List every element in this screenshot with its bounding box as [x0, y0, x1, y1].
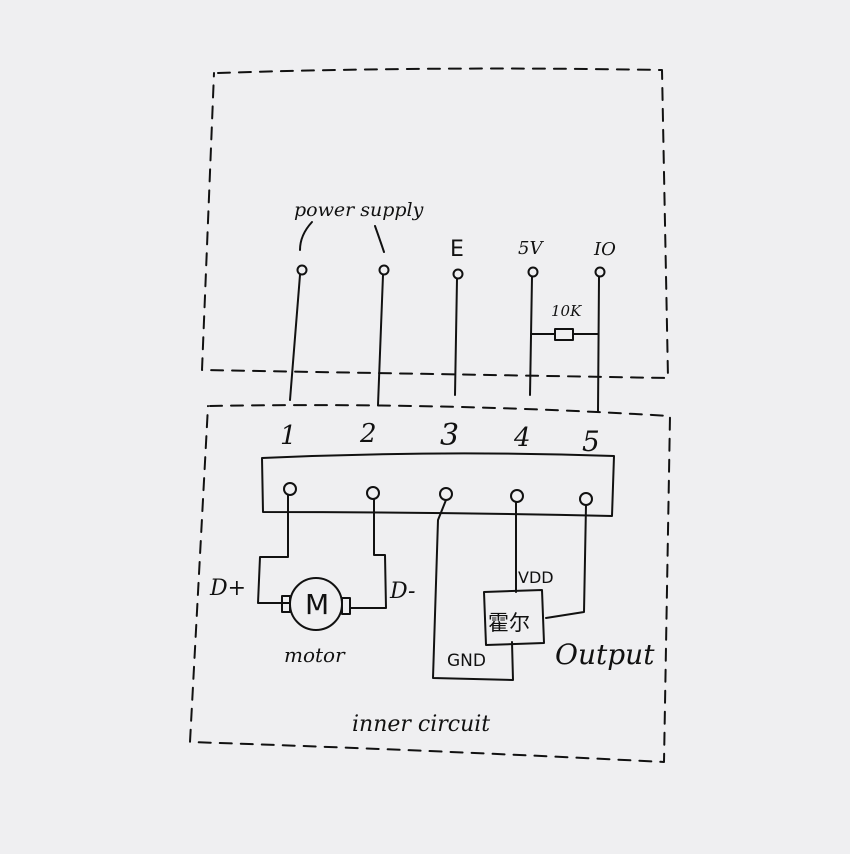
hall-sensor-label: 霍尔	[488, 611, 530, 635]
connector-pin-2	[366, 486, 380, 500]
motor-symbol-letter: M	[305, 588, 329, 621]
terminal-label-5v: 5V	[518, 238, 544, 259]
lead-wire-1	[289, 274, 301, 401]
vdd-label: VDD	[518, 568, 554, 587]
connector-body	[261, 452, 615, 517]
terminal-2-top	[378, 264, 390, 276]
gnd-wire	[432, 499, 514, 681]
lead-wire-4	[529, 276, 533, 396]
d-plus-label: D+	[209, 576, 246, 601]
connector-pin-5	[579, 492, 593, 506]
inner-circuit-title: inner circuit	[352, 712, 490, 737]
terminal-1-top	[296, 264, 308, 276]
motor-terminal-right	[341, 597, 351, 615]
output-wire	[545, 504, 587, 619]
power-supply-label: power supply	[294, 199, 424, 221]
pin-number-4: 4	[513, 423, 531, 453]
terminal-label-e: E	[450, 237, 464, 262]
pin-number-1: 1	[280, 421, 297, 451]
motor-wire-d-plus	[257, 494, 291, 604]
power-supply-pointer-right	[374, 225, 385, 253]
inner-boundary-box	[189, 404, 671, 763]
connector-pin-1	[283, 482, 297, 496]
power-supply-pointer-left	[299, 221, 313, 251]
lead-wire-5	[597, 276, 600, 413]
pin-number-3: 3	[440, 418, 459, 453]
terminal-4-top	[527, 266, 539, 278]
pullup-resistor	[554, 328, 574, 341]
hall-sensor-box	[483, 589, 545, 646]
terminal-3-top	[452, 268, 464, 280]
lead-wire-3	[454, 278, 458, 396]
connector-pin-3	[439, 487, 453, 501]
pin-number-5: 5	[582, 425, 600, 458]
motor-label: motor	[284, 643, 346, 667]
pin-number-2: 2	[359, 419, 377, 449]
terminal-label-io: IO	[593, 239, 616, 260]
terminal-5-top	[594, 266, 606, 278]
motor-wire-d-minus	[349, 498, 387, 609]
lead-wire-2	[377, 274, 384, 406]
d-minus-label: D-	[389, 579, 415, 604]
connector-pin-4	[510, 489, 524, 503]
gnd-label: GND	[447, 651, 486, 671]
output-label: Output	[555, 638, 655, 671]
resistor-label: 10K	[551, 302, 582, 320]
